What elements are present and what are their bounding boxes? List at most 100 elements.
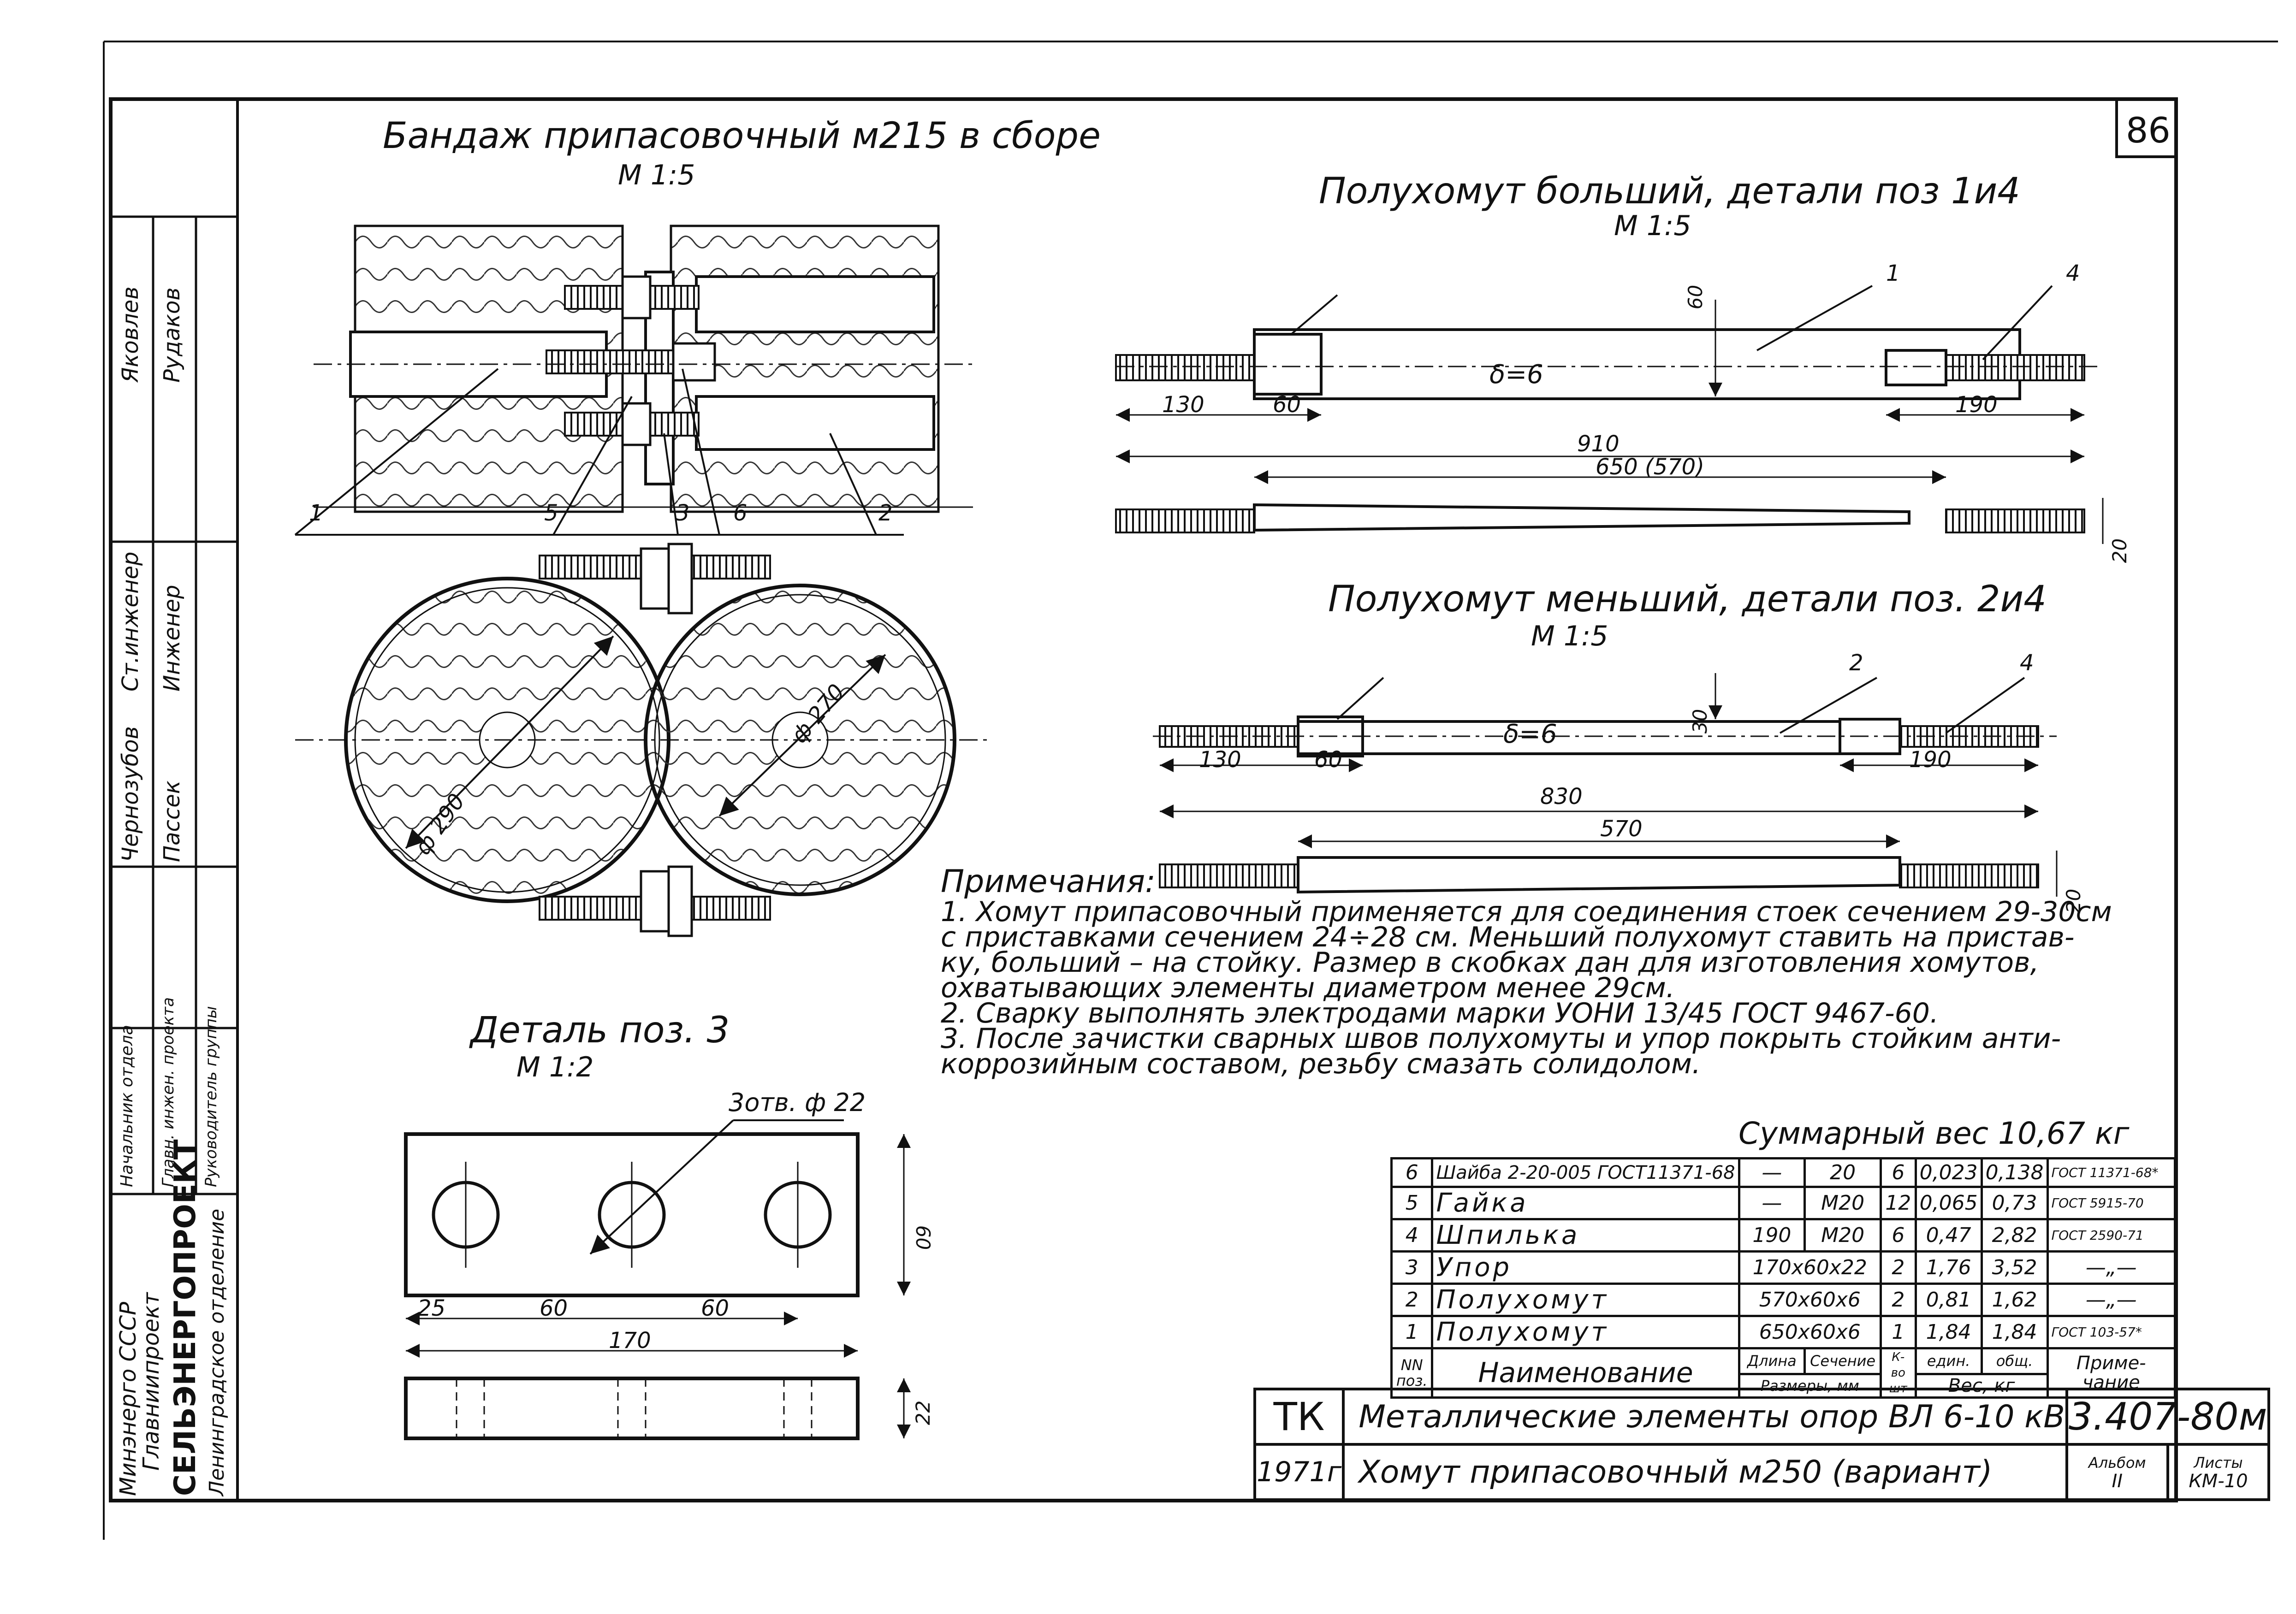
- assembly-callout-3: 3: [676, 500, 690, 526]
- cell-length: —: [1738, 1186, 1806, 1220]
- cell-qty: 12: [1880, 1186, 1917, 1220]
- half-clamp-small-left-plate: 60: [1314, 747, 1343, 773]
- cell-name: Полухомут: [1431, 1315, 1740, 1349]
- title-block-sheet: КМ-10: [2189, 1471, 2248, 1492]
- cell-unit-weight: 0,065: [1914, 1186, 1983, 1220]
- stamp-name-rudakov: Рудаков: [159, 287, 185, 383]
- notes-line-4: охватывающих элементы диаметром менее 29…: [941, 972, 1675, 1004]
- header-total: общ.: [1980, 1347, 2049, 1375]
- stamp-org: СЕЛЬЭНЕРГОПРОЕКТ: [168, 1139, 202, 1496]
- table-row: 5 Гайка — М20 12 0,065 0,73 ГОСТ 5915-70: [1390, 1186, 2177, 1220]
- half-clamp-large-callout-1: 1: [1886, 260, 1900, 286]
- cell-note: ГОСТ 2590-71: [2046, 1218, 2177, 1253]
- cell-note: —„—: [2046, 1250, 2177, 1285]
- header-length: Длина: [1738, 1347, 1806, 1375]
- cell-pos: 6: [1390, 1157, 1434, 1188]
- stamp-role-group-lead: Руководитель группы: [202, 1006, 220, 1187]
- half-clamp-large-callout-4: 4: [2066, 260, 2080, 286]
- stamp-role-chief-engineer: Главн. инжен. проекта: [159, 997, 178, 1187]
- cell-name: Гайка: [1431, 1186, 1740, 1220]
- cell-qty: 1: [1880, 1315, 1917, 1349]
- assembly-side-view: [294, 225, 973, 536]
- assembly-scale: М 1:5: [618, 159, 695, 191]
- assembly-section-view: [295, 543, 991, 937]
- title-block-sheet-label: Листы: [2194, 1454, 2243, 1472]
- stamp-role-head: Начальник отдела: [118, 1025, 136, 1187]
- detail-3-title: Деталь поз. 3: [470, 1010, 730, 1051]
- stamp-role-senior-engineer: Ст.инженер: [118, 551, 143, 692]
- total-weight: Суммарный вес 10,67 кг: [1738, 1116, 2130, 1151]
- cell-pos: 5: [1390, 1186, 1434, 1220]
- stamp-institute: Главниипроект: [138, 1292, 164, 1471]
- cell-name: Шпилька: [1431, 1218, 1740, 1253]
- half-clamp-small-thickness: δ=6: [1503, 719, 1557, 749]
- detail-3-edge: 25: [417, 1295, 446, 1321]
- stamp-name-passek: Пассек: [159, 780, 185, 862]
- detail-3-holes: 3отв. ф 22: [729, 1088, 866, 1117]
- assembly-callout-6: 6: [733, 500, 748, 526]
- cell-size: 170х60х22: [1738, 1250, 1882, 1285]
- cell-total-weight: 0,138: [1980, 1157, 2049, 1188]
- cell-total-weight: 1,84: [1980, 1315, 2049, 1349]
- cell-total-weight: 1,62: [1980, 1283, 2049, 1317]
- stamp-ministry: Минэнерго СССР: [115, 1301, 141, 1496]
- title-block-code: 3.407-80м: [2065, 1388, 2271, 1446]
- assembly-callout-5: 5: [544, 500, 558, 526]
- title-block-row: ТК Металлические элементы опор ВЛ 6-10 к…: [1253, 1388, 2271, 1446]
- half-clamp-small-right-thread: 190: [1909, 747, 1952, 773]
- cell-qty: 6: [1880, 1218, 1917, 1253]
- cell-unit-weight: 0,47: [1914, 1218, 1983, 1253]
- half-clamp-small-scale: М 1:5: [1531, 620, 1608, 652]
- notes-line-3: ку, больший – на стойку. Размер в скобка…: [941, 946, 2039, 979]
- cell-name: Шайба 2-20-005 ГОСТ11371-68: [1431, 1157, 1740, 1188]
- detail-3-total: 170: [609, 1328, 651, 1354]
- notes-line-2: с приставками сечением 24÷28 см. Меньший…: [941, 921, 2075, 953]
- cell-section: 20: [1804, 1157, 1882, 1188]
- cell-total-weight: 3,52: [1980, 1250, 2049, 1285]
- detail-3-thickness: 22: [912, 1400, 935, 1425]
- title-block-album: II: [2112, 1471, 2123, 1492]
- half-clamp-small-title: Полухомут меньший, детали поз. 2и4: [1328, 579, 2047, 620]
- cell-qty: 2: [1880, 1283, 1917, 1317]
- title-block-year: 1971г: [1253, 1443, 1345, 1501]
- cell-length: —: [1738, 1157, 1806, 1188]
- stamp-role-engineer: Инженер: [159, 585, 185, 692]
- notes-heading: Примечания:: [941, 863, 1156, 900]
- cell-note: ГОСТ 5915-70: [2046, 1186, 2177, 1220]
- sheet-frame: [103, 41, 2278, 1540]
- half-clamp-large-title: Полухомут больший, детали поз 1и4: [1319, 171, 2020, 212]
- cell-unit-weight: 1,76: [1914, 1250, 1983, 1285]
- stamp-name-yakovlev: Яковлев: [118, 286, 143, 383]
- table-row: 1 Полухомут 650х60х6 1 1,84 1,84 ГОСТ 10…: [1390, 1315, 2177, 1349]
- notes-line-5: 2. Сварку выполнять электродами марки УО…: [941, 997, 1939, 1029]
- title-block-row: 1971г Хомут припасовочный м250 (вариант)…: [1253, 1443, 2271, 1501]
- half-clamp-small-height: 30: [1689, 709, 1712, 734]
- table-row: 3 Упор 170х60х22 2 1,76 3,52 —„—: [1390, 1250, 2177, 1285]
- table-row: 2 Полухомут 570х60х6 2 0,81 1,62 —„—: [1390, 1283, 2177, 1317]
- header-section: Сечение: [1804, 1347, 1882, 1375]
- cell-qty: 6: [1880, 1157, 1917, 1188]
- title-block-album-label: Альбом: [2088, 1454, 2146, 1472]
- half-clamp-small-callout-2: 2: [1849, 650, 1863, 676]
- detail-3-pitch-1: 60: [540, 1295, 568, 1321]
- cell-pos: 1: [1390, 1315, 1434, 1349]
- cell-section: М20: [1804, 1186, 1882, 1220]
- half-clamp-large-left-thread: 130: [1162, 392, 1204, 418]
- half-clamp-small-plate: 570: [1600, 816, 1643, 842]
- notes-line-7: коррозийным составом, резьбу смазать сол…: [941, 1048, 1701, 1080]
- sheet-number: 86: [2126, 110, 2171, 151]
- half-clamp-large-left-plate: 60: [1273, 392, 1301, 418]
- table-row: 4 Шпилька 190 М20 6 0,47 2,82 ГОСТ 2590-…: [1390, 1218, 2177, 1253]
- assembly-callout-2: 2: [878, 500, 893, 526]
- notes-line-1: 1. Хомут припасовочный применяется для с…: [941, 896, 2112, 928]
- assembly-title: Бандаж припасовочный м215 в сборе: [383, 115, 1101, 157]
- side-stamp-grid: [111, 215, 237, 1195]
- title-block-title-1: Металлические элементы опор ВЛ 6-10 кВ: [1342, 1388, 2068, 1446]
- notes-line-6: 3. После зачистки сварных швов полухомут…: [941, 1023, 2061, 1055]
- half-clamp-large-plate: 650 (570): [1596, 454, 1704, 480]
- cell-pos: 3: [1390, 1250, 1434, 1285]
- assembly-callout-1: 1: [309, 500, 323, 526]
- cell-note: —„—: [2046, 1283, 2177, 1317]
- half-clamp-large-thickness: δ=6: [1489, 360, 1543, 390]
- title-block-album-cell: Альбом II: [2065, 1443, 2169, 1501]
